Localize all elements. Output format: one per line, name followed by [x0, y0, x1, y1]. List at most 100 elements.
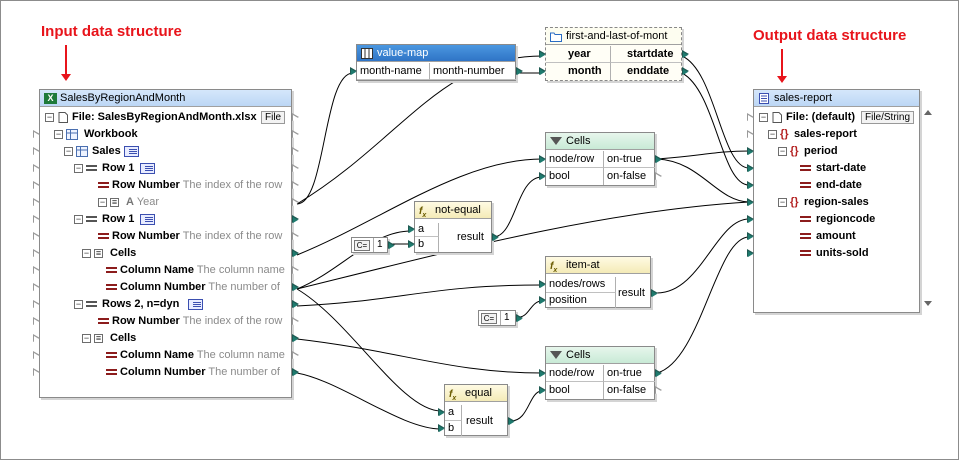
- input-port[interactable]: [747, 232, 754, 241]
- input-tree-row[interactable]: −Sales: [33, 143, 299, 160]
- input-excel-component[interactable]: X SalesByRegionAndMonth − File: SalesByR…: [33, 89, 299, 398]
- input-port[interactable]: [33, 283, 40, 292]
- cells-filter-2[interactable]: Cells node/row on-true bool on-false: [539, 346, 662, 400]
- filter1-node-row-port[interactable]: [539, 155, 546, 164]
- collapse-toggle-icon[interactable]: −: [768, 129, 777, 139]
- output-port[interactable]: [292, 351, 299, 360]
- input-port[interactable]: [33, 368, 40, 377]
- first-last-title-bar[interactable]: first-and-last-of-mont: [546, 28, 681, 45]
- input-tree-row[interactable]: Column Name The column name: [33, 347, 299, 364]
- input-tree-row[interactable]: −Row 1: [33, 211, 299, 228]
- sequence-icon[interactable]: [140, 214, 155, 225]
- input-port[interactable]: [33, 147, 40, 156]
- first-last-year-port[interactable]: [539, 50, 546, 59]
- input-tree-row[interactable]: Column Number The number of: [33, 279, 299, 296]
- sequence-icon[interactable]: [140, 163, 155, 174]
- equal-result-port[interactable]: [508, 417, 515, 426]
- output-port[interactable]: [292, 215, 299, 224]
- output-port[interactable]: [292, 300, 299, 309]
- value-map-title-bar[interactable]: value-map: [357, 45, 515, 62]
- collapse-toggle-icon[interactable]: −: [74, 163, 83, 173]
- output-port[interactable]: [292, 164, 299, 173]
- output-port[interactable]: [292, 266, 299, 275]
- output-tree-row[interactable]: start-date: [747, 160, 919, 177]
- input-component-title-bar[interactable]: X SalesByRegionAndMonth: [40, 90, 291, 107]
- input-port[interactable]: [33, 334, 40, 343]
- output-port[interactable]: [292, 283, 299, 292]
- first-and-last-of-month-function[interactable]: first-and-last-of-mont year startdate mo…: [539, 27, 689, 81]
- input-tree-row[interactable]: Row Number The index of the row: [33, 313, 299, 330]
- not-equal-a-port[interactable]: [408, 225, 415, 234]
- not-equal-result-port[interactable]: [492, 233, 499, 242]
- output-port[interactable]: [292, 113, 299, 122]
- item-at-title-bar[interactable]: fx item-at: [546, 257, 650, 274]
- input-port[interactable]: [33, 130, 40, 139]
- input-tree-row[interactable]: −Row 1: [33, 160, 299, 177]
- first-last-startdate-port[interactable]: [682, 50, 689, 59]
- input-port[interactable]: [747, 181, 754, 190]
- equal-a-port[interactable]: [438, 408, 445, 417]
- not-equal-title-bar[interactable]: fx not-equal: [415, 202, 491, 219]
- input-tree-row[interactable]: −≡Cells: [33, 245, 299, 262]
- item-at-function[interactable]: fx item-at nodes/rows position result: [539, 256, 658, 308]
- output-tree-row[interactable]: −{}sales-report: [747, 126, 919, 143]
- input-port[interactable]: [747, 249, 754, 258]
- collapse-toggle-icon[interactable]: −: [82, 248, 91, 258]
- input-port[interactable]: [33, 249, 40, 258]
- scroll-down-icon[interactable]: [924, 301, 932, 306]
- input-port[interactable]: [33, 300, 40, 309]
- output-tree-row[interactable]: end-date: [747, 177, 919, 194]
- equal-b-port[interactable]: [438, 424, 445, 433]
- constant-2[interactable]: C= 1: [478, 310, 523, 326]
- value-map-output-port[interactable]: [516, 67, 523, 76]
- input-port[interactable]: [33, 317, 40, 326]
- output-tree-row[interactable]: amount: [747, 228, 919, 245]
- collapse-toggle-icon[interactable]: −: [45, 112, 54, 122]
- input-port[interactable]: [33, 164, 40, 173]
- output-file-port[interactable]: [747, 113, 754, 122]
- not-equal-function[interactable]: fx not-equal a b result: [408, 201, 499, 253]
- not-equal-b-port[interactable]: [408, 240, 415, 249]
- input-port[interactable]: [33, 266, 40, 275]
- input-tree-row[interactable]: Column Name The column name: [33, 262, 299, 279]
- output-port[interactable]: [292, 334, 299, 343]
- output-port[interactable]: [292, 181, 299, 190]
- input-port[interactable]: [33, 181, 40, 190]
- filter2-node-row-port[interactable]: [539, 369, 546, 378]
- collapse-toggle-icon[interactable]: −: [82, 333, 91, 343]
- input-tree-row[interactable]: −≡Cells: [33, 330, 299, 347]
- collapse-toggle-icon[interactable]: −: [74, 214, 83, 224]
- sequence-icon[interactable]: [124, 146, 139, 157]
- output-port[interactable]: [292, 232, 299, 241]
- filter1-on-true-port[interactable]: [655, 155, 662, 164]
- item-at-result-port[interactable]: [651, 289, 658, 298]
- input-port[interactable]: [747, 198, 754, 207]
- cells-filter-1-title-bar[interactable]: Cells: [546, 133, 654, 150]
- item-at-nodes-port[interactable]: [539, 280, 546, 289]
- input-port[interactable]: [33, 198, 40, 207]
- sequence-icon[interactable]: [188, 299, 203, 310]
- equal-title-bar[interactable]: fx equal: [445, 385, 507, 402]
- collapse-toggle-icon[interactable]: −: [759, 112, 768, 122]
- input-tree-row[interactable]: −Rows 2, n=dyn: [33, 296, 299, 313]
- collapse-toggle-icon[interactable]: −: [74, 299, 83, 309]
- input-tree-row[interactable]: Row Number The index of the row: [33, 228, 299, 245]
- output-tree-row[interactable]: −{}period: [747, 143, 919, 160]
- filter1-bool-port[interactable]: [539, 172, 546, 181]
- input-tree-row[interactable]: Row Number The index of the row: [33, 177, 299, 194]
- filter2-bool-port[interactable]: [539, 386, 546, 395]
- output-tree-row[interactable]: regioncode: [747, 211, 919, 228]
- equal-function[interactable]: fx equal a b result: [438, 384, 515, 436]
- value-map-component[interactable]: value-map month-name month-number: [350, 44, 523, 81]
- input-port[interactable]: [33, 215, 40, 224]
- first-last-enddate-port[interactable]: [682, 67, 689, 76]
- constant-2-port[interactable]: [516, 314, 523, 323]
- input-port[interactable]: [33, 351, 40, 360]
- input-tree-row[interactable]: Column Number The number of: [33, 364, 299, 381]
- constant-1[interactable]: C= 1: [351, 237, 395, 253]
- output-tree-row[interactable]: units-sold: [747, 245, 919, 262]
- input-port[interactable]: [747, 130, 754, 139]
- cells-filter-1[interactable]: Cells node/row on-true bool on-false: [539, 132, 662, 186]
- output-port[interactable]: [292, 317, 299, 326]
